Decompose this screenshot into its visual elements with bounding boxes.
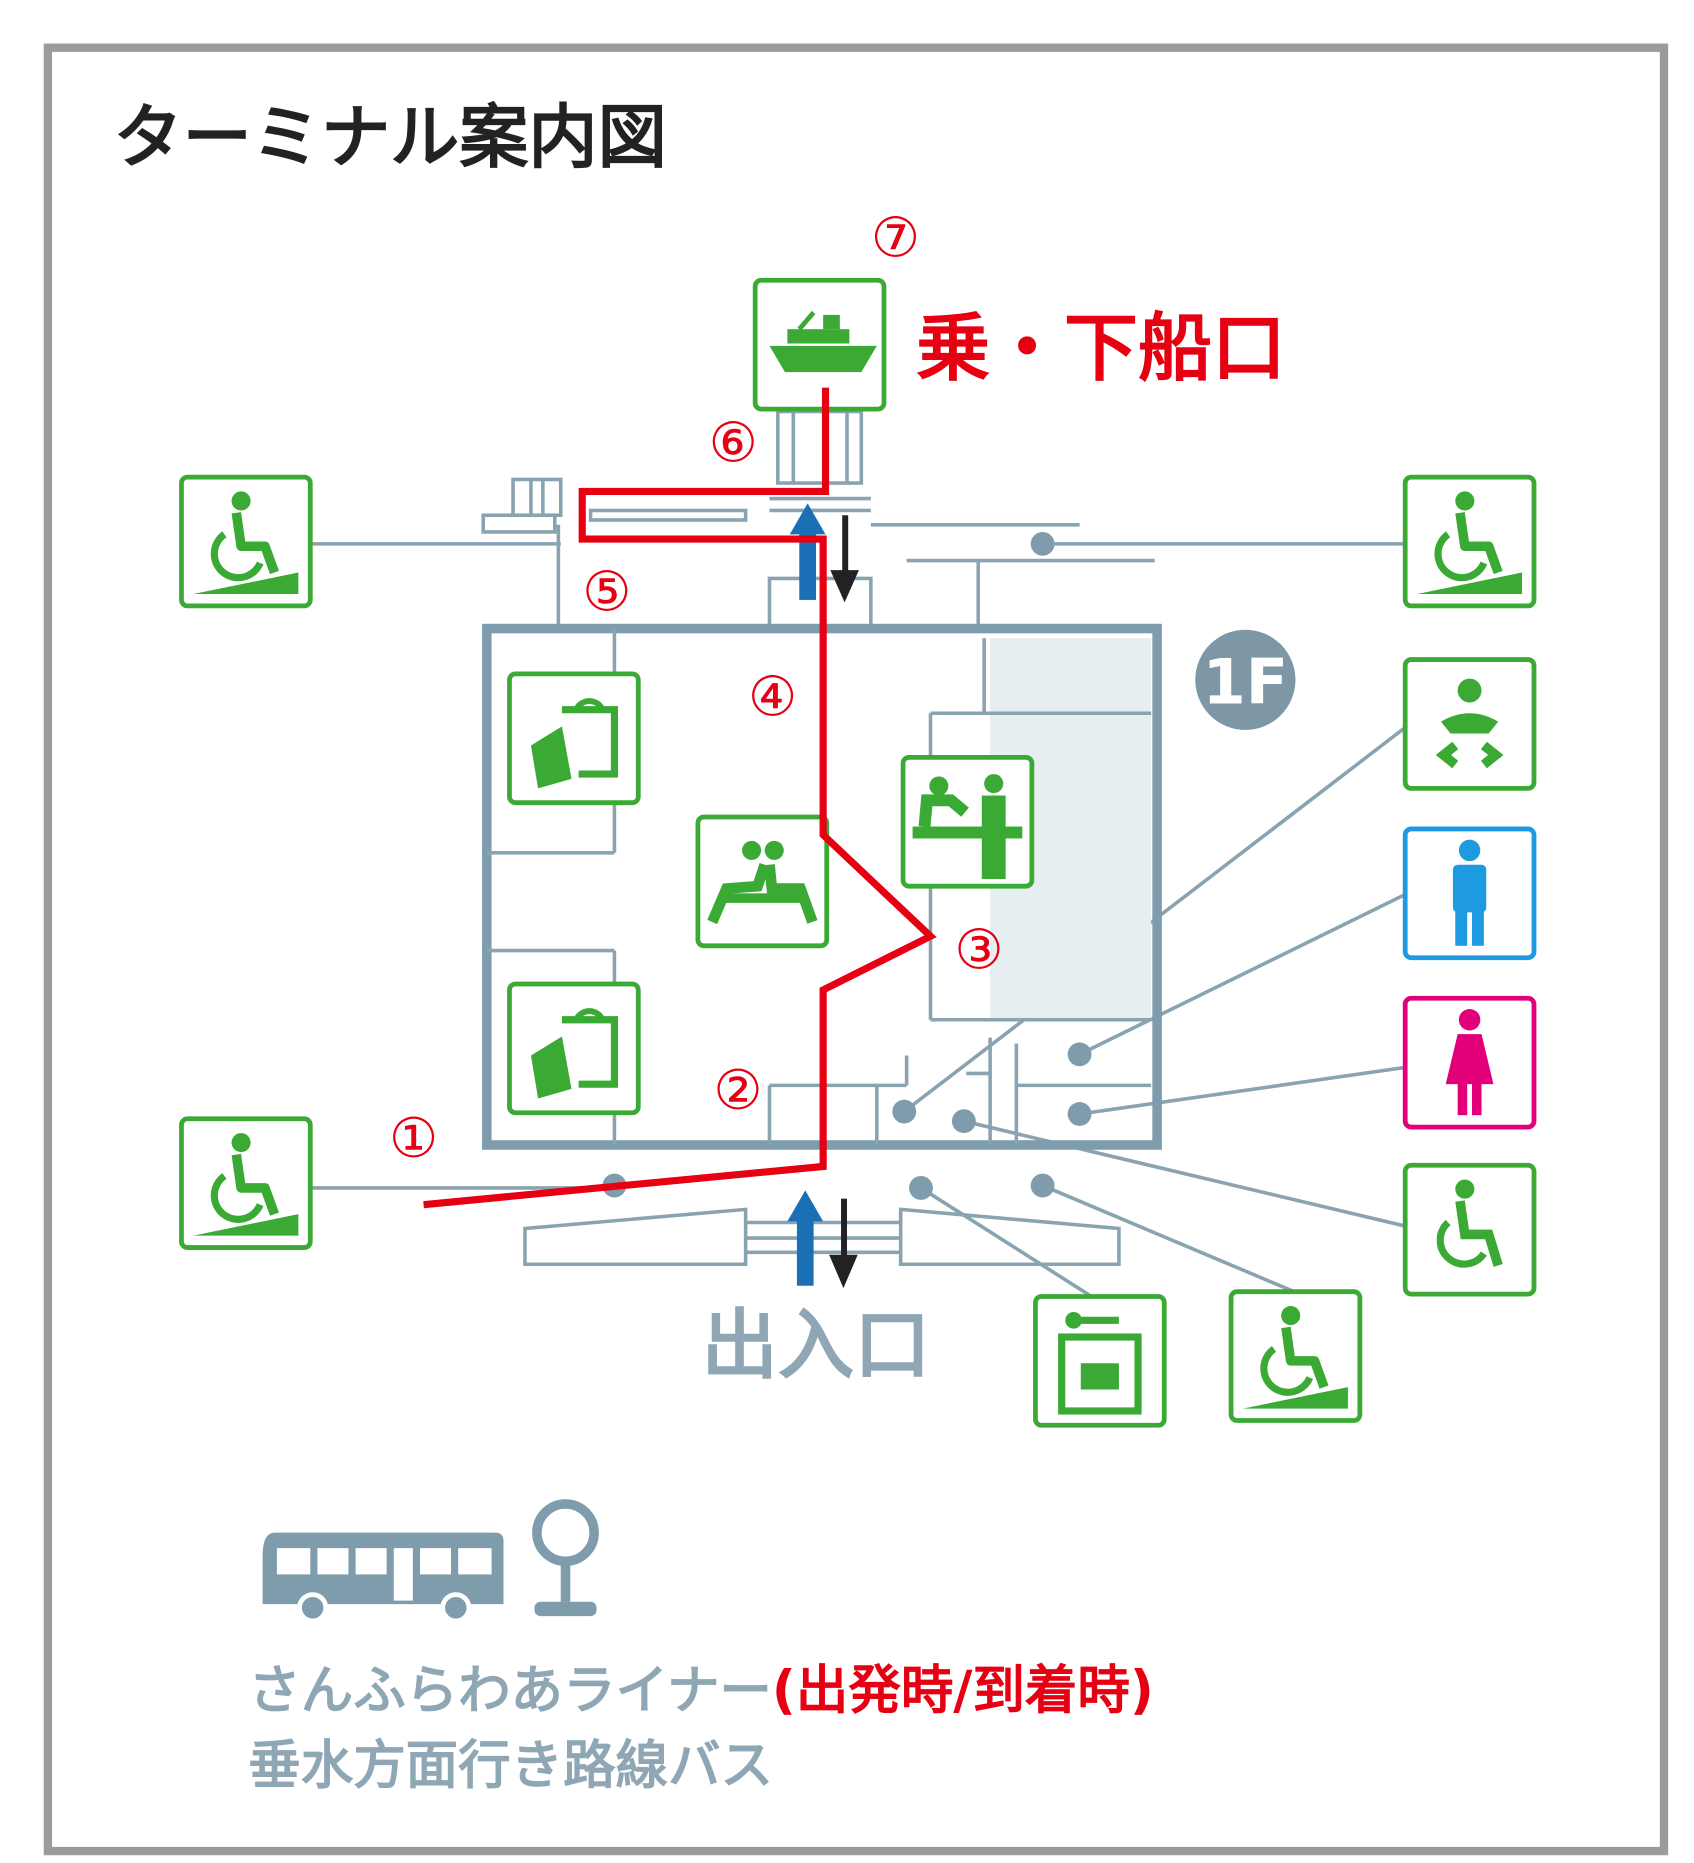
womens-restroom-icon — [1402, 995, 1537, 1130]
bus-line-2: 垂水方面行き路線バス — [248, 1735, 773, 1796]
svg-text:1F: 1F — [1203, 646, 1289, 719]
baby-care-icon — [1402, 657, 1537, 791]
wheelchair-ramp-icon — [179, 1116, 313, 1250]
route-step-5: ⑤ — [582, 560, 631, 624]
floor-badge: 1F — [1195, 629, 1296, 730]
facility-dots — [602, 531, 1092, 1200]
waiting-area-icon — [695, 814, 830, 949]
information-counter-icon — [900, 754, 1035, 889]
shop-icon — [507, 671, 641, 806]
bus-line-1: さんふらわあライナー(出発時/到着時) — [248, 1660, 1154, 1721]
route-step-7: ⑦ — [871, 205, 920, 269]
boarding-gate-label: 乗・下船口 — [916, 305, 1286, 391]
route-step-4: ④ — [748, 665, 797, 729]
route-step-2: ② — [713, 1058, 762, 1122]
coin-locker-icon — [1033, 1294, 1167, 1428]
route-step-1: ① — [389, 1106, 438, 1170]
ship-icon — [752, 277, 887, 412]
route-step-3: ③ — [954, 917, 1003, 981]
up-arrow-icon — [787, 503, 826, 1286]
wheelchair-ramp-icon — [1402, 474, 1537, 609]
bus-stop-icon — [532, 1499, 599, 1617]
mens-restroom-icon — [1402, 826, 1537, 961]
shop-icon — [507, 981, 641, 1116]
wheelchair-ramp-icon — [1228, 1289, 1363, 1423]
route-path — [423, 387, 937, 1209]
route-step-6: ⑥ — [709, 411, 758, 475]
down-arrow-icon — [829, 515, 859, 1289]
entrance-label: 出入口 — [701, 1302, 930, 1391]
wheelchair-ramp-icon — [179, 474, 313, 609]
accessible-restroom-icon — [1402, 1162, 1537, 1297]
bus-icon — [262, 1532, 504, 1624]
map-title: ターミナル案内図 — [113, 98, 666, 178]
